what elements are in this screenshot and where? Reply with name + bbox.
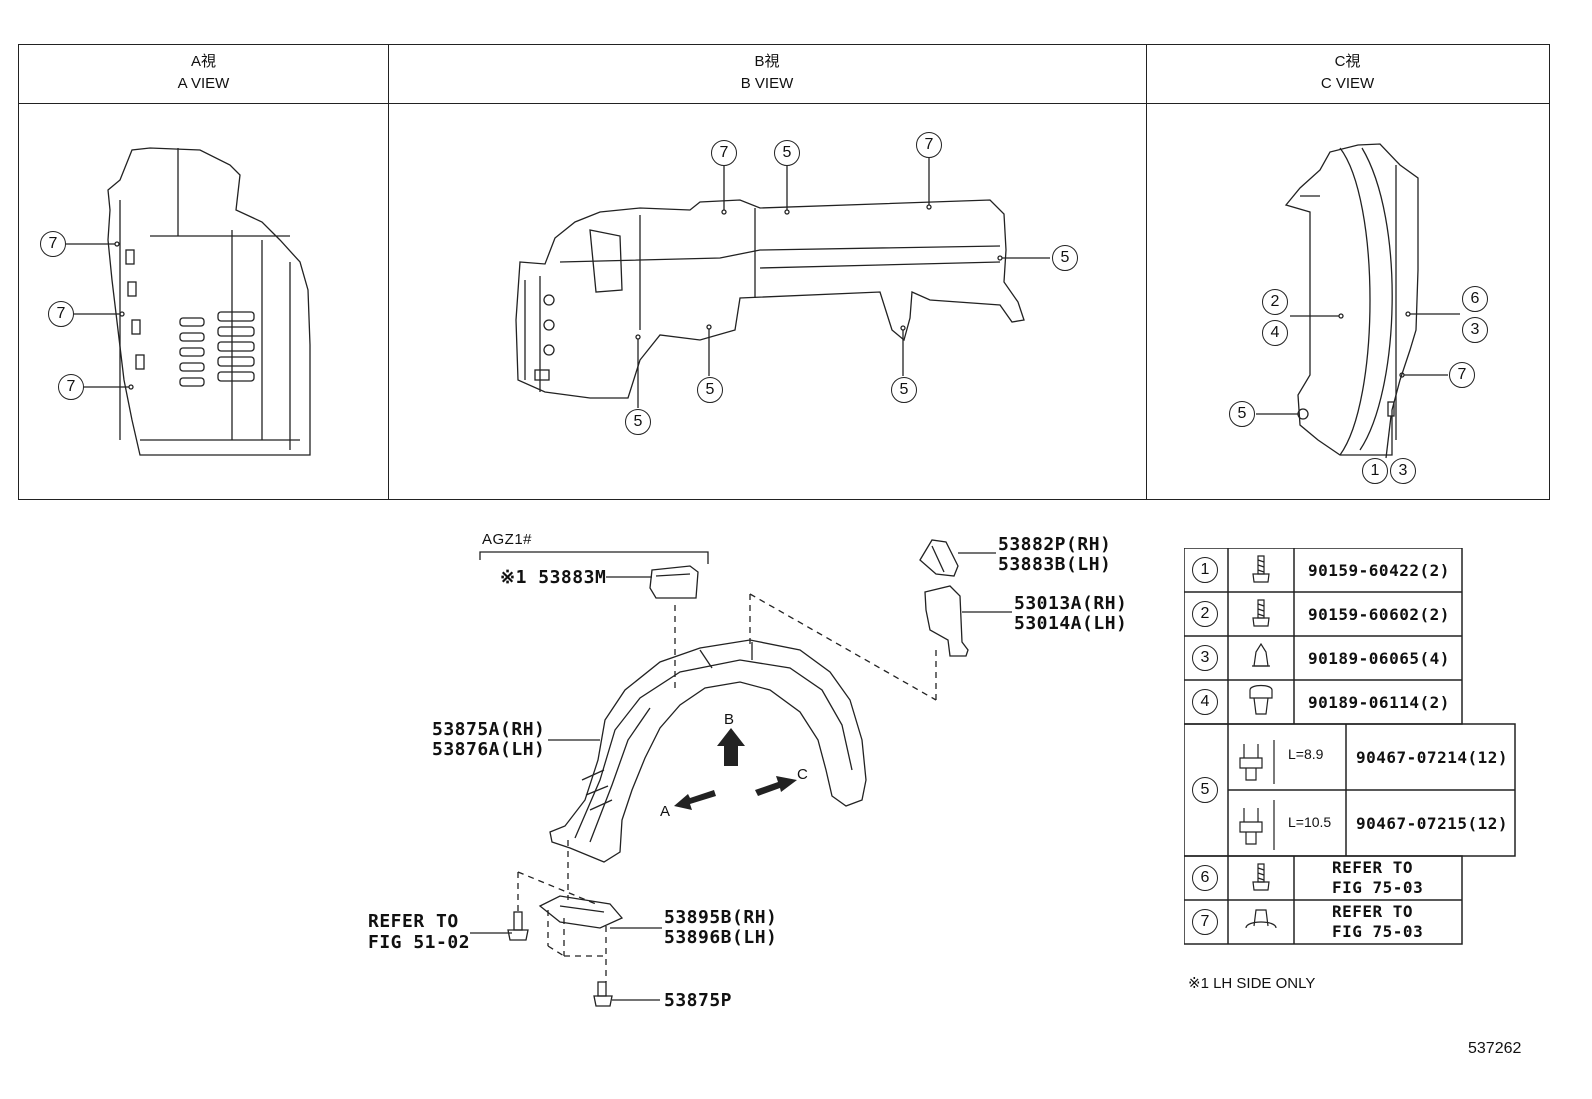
fastener-num-5: 5 [1192,777,1218,803]
bolt-1-icon [1252,555,1270,583]
nut-3-icon [1252,642,1270,667]
arrow-c-icon [755,776,797,796]
fastener-part-5b: 90467-07215(12) [1356,814,1508,833]
views-panel: A視 A VIEW B視 B VIEW C視 C VIEW [18,44,1550,500]
view-header-divider [19,103,1549,104]
view-b-header: B視 B VIEW [388,51,1146,95]
callout-a-1: 7 [40,231,66,257]
arrow-a-label: A [660,803,671,820]
label-53876a: 53876A(LH) [432,739,546,760]
fastener-num-3: 3 [1192,645,1218,671]
label-53895b: 53895B(RH) [664,907,778,928]
fastener-table: 1 2 3 4 5 6 7 90159-60422(2) 90159-60602… [1184,548,1516,946]
callout-b-6: 5 [891,377,917,403]
callout-c-6: 5 [1229,401,1255,427]
callout-b-4: 5 [1052,245,1078,271]
bolt-53875p [593,981,613,1007]
fastener-num-2: 2 [1192,601,1218,627]
arrow-b-label: B [724,711,735,728]
view-a-liner-drawing [107,147,311,456]
fastener-num-6: 6 [1192,865,1218,891]
clip-5a-icon [1239,740,1275,784]
fastener-part-3: 90189-06065(4) [1308,649,1450,668]
fastener-num-1: 1 [1192,557,1218,583]
fastener-part-7-line1: REFER TO [1332,902,1414,921]
label-53875a: 53875A(RH) [432,719,546,740]
callout-b-5: 5 [697,377,723,403]
clip-7-icon [1245,909,1277,929]
fastener-part-1: 90159-60422(2) [1308,561,1450,580]
callout-b-7: 5 [625,409,651,435]
figure-id: 537262 [1468,1040,1522,1057]
callout-c-7: 1 [1362,458,1388,484]
view-a-header: A視 A VIEW [19,51,388,95]
label-53896b: 53896B(LH) [664,927,778,948]
fastener-part-5a: 90467-07214(12) [1356,748,1508,767]
fastener-table-grid [1184,548,1516,945]
group-label: AGZ1# [482,531,533,548]
pad-53883m-drawing [649,565,699,599]
callout-b-3: 7 [916,132,942,158]
view-c-header: C視 C VIEW [1146,51,1549,95]
view-divider [388,45,389,499]
view-b-title-jp: B視 [754,53,780,70]
view-divider [1146,45,1147,499]
fastener-part-7-line2: FIG 75-03 [1332,922,1424,941]
block-53882p-drawing [919,539,959,577]
clip-4-icon [1249,684,1273,715]
callout-b-1: 7 [711,140,737,166]
arrow-c-label: C [797,766,808,783]
arrow-a-icon [674,790,716,810]
callout-a-3: 7 [58,374,84,400]
view-c-liner-drawing [1284,143,1419,456]
fastener-num-7: 7 [1192,909,1218,935]
fastener-length-5a: L=8.9 [1288,746,1324,762]
fastener-part-6-line2: FIG 75-03 [1332,878,1424,897]
view-c-title-jp: C視 [1334,53,1361,70]
label-refer-line2: FIG 51-02 [368,932,471,953]
lh-side-note: ※1 LH SIDE ONLY [1188,975,1316,992]
label-53013a: 53013A(RH) [1014,593,1128,614]
clip-5b-icon [1239,800,1275,850]
callout-c-8: 3 [1390,458,1416,484]
view-a-title-en: A VIEW [177,75,230,92]
label-refer-line1: REFER TO [368,911,459,932]
callout-c-4: 3 [1462,317,1488,343]
label-53883m: ※1 53883M [500,567,607,588]
callout-a-2: 7 [48,301,74,327]
callout-c-5: 7 [1449,362,1475,388]
callout-b-2: 5 [774,140,800,166]
fender-liner-drawing [549,639,867,863]
fastener-length-5b: L=10.5 [1288,814,1332,830]
bracket-drawing [538,895,624,929]
fastener-part-2: 90159-60602(2) [1308,605,1450,624]
fastener-num-4: 4 [1192,689,1218,715]
callout-c-1: 2 [1262,289,1288,315]
view-b-liner-drawing [515,199,1025,399]
label-53882p: 53882P(RH) [998,534,1112,555]
label-53883b: 53883B(LH) [998,554,1112,575]
view-a-title-jp: A視 [190,53,216,70]
bolt-2-icon [1252,599,1270,627]
fastener-part-6-line1: REFER TO [1332,858,1414,877]
arrow-b-icon [717,728,745,766]
view-b-title-en: B VIEW [740,75,794,92]
fastener-part-4: 90189-06114(2) [1308,693,1450,712]
callout-c-2: 4 [1262,320,1288,346]
callout-c-3: 6 [1462,286,1488,312]
bracket-53013a-drawing [924,585,969,657]
view-c-title-en: C VIEW [1320,75,1375,92]
bolt-6-icon [1252,863,1270,891]
bolt-lower-left [507,911,529,941]
label-53014a: 53014A(LH) [1014,613,1128,634]
label-53875p: 53875P [664,990,733,1011]
